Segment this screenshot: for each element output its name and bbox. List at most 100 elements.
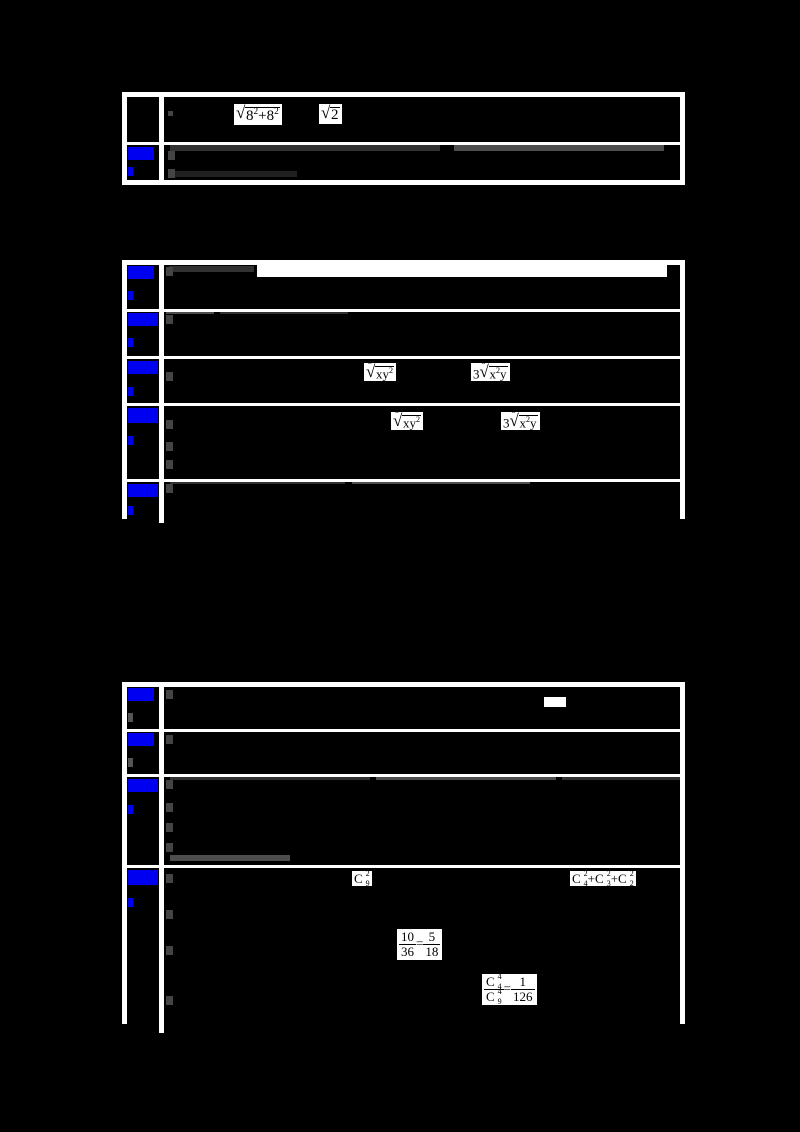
row-label-cell[interactable] bbox=[127, 145, 159, 180]
formula-cbrt-xy2: 3 xy2 bbox=[364, 359, 397, 382]
redacted-stub bbox=[166, 803, 173, 812]
comb-subscript: 9 bbox=[365, 879, 370, 888]
highlight-marker bbox=[128, 147, 154, 160]
highlight-marker-secondary bbox=[128, 167, 133, 176]
row-label-cell[interactable] bbox=[127, 777, 159, 865]
cbrt-base-x: x bbox=[489, 366, 497, 382]
sqrt-base-2: 8 bbox=[266, 108, 275, 124]
table-row bbox=[127, 482, 680, 523]
equals-sign: = bbox=[416, 935, 424, 951]
row-content-cell[interactable]: 3 xy2 3 3 x2y bbox=[164, 359, 680, 403]
redacted-stub bbox=[166, 874, 173, 883]
comb-letter: C bbox=[486, 974, 495, 989]
fraction: 5 18 bbox=[423, 929, 441, 959]
plus-sign: + bbox=[610, 871, 619, 886]
cbrt-base-y: y bbox=[500, 366, 507, 382]
highlight-marker bbox=[128, 361, 158, 374]
root-index: 3 bbox=[395, 406, 399, 415]
row-content-cell[interactable]: 82+82 2 bbox=[164, 97, 680, 142]
cbrt-symbol: 3 x2y bbox=[510, 407, 538, 431]
radicand: x2y bbox=[518, 415, 538, 431]
row-content-cell[interactable] bbox=[164, 687, 680, 729]
cbrt-symbol: 3 xy2 bbox=[393, 407, 422, 429]
row-label-cell[interactable] bbox=[127, 406, 159, 479]
highlight-marker bbox=[128, 779, 158, 792]
highlight-marker-secondary bbox=[128, 436, 133, 445]
root-index: 3 bbox=[481, 359, 486, 366]
table-row: 3 xy2 3 3 x2y bbox=[127, 406, 680, 479]
comb-subscript: 4 bbox=[583, 879, 588, 888]
row-label-cell[interactable] bbox=[127, 265, 159, 309]
comb-letter: C bbox=[572, 871, 581, 886]
formula-10-36-equals-5-18: 10 36 = 5 18 bbox=[397, 929, 443, 961]
root-index: 3 bbox=[368, 359, 372, 366]
comb-superscript: 2 bbox=[365, 869, 370, 878]
redacted-stub bbox=[166, 780, 173, 789]
row-label-cell[interactable] bbox=[127, 868, 159, 1033]
cbrt-base: xy bbox=[376, 366, 389, 382]
comb-superscript: 2 bbox=[606, 869, 611, 878]
redacted-text-line bbox=[172, 171, 297, 177]
highlight-marker-secondary bbox=[128, 898, 133, 907]
redacted-text-line bbox=[170, 145, 440, 151]
redacted-text-line bbox=[166, 312, 214, 314]
comb-letter: C bbox=[595, 871, 604, 886]
redacted-stub bbox=[166, 460, 173, 469]
row-content-cell[interactable]: 3 xy2 3 3 x2y bbox=[164, 406, 680, 479]
table-2: 3 xy2 3 3 x2y bbox=[122, 260, 685, 523]
comb-superscript: 2 bbox=[583, 869, 588, 878]
comb-superscript: 4 bbox=[497, 987, 502, 997]
redacted-stub bbox=[166, 823, 173, 832]
redacted-stub bbox=[166, 484, 173, 493]
row-content-cell[interactable] bbox=[164, 777, 680, 865]
highlight-marker-secondary bbox=[128, 713, 133, 722]
highlight-marker bbox=[128, 870, 158, 885]
sqrt-exp-1: 2 bbox=[253, 107, 259, 117]
redacted-text-line bbox=[169, 266, 254, 272]
row-label-cell[interactable] bbox=[127, 359, 159, 403]
highlight-marker bbox=[128, 408, 158, 423]
cbrt-exp: 2 bbox=[496, 366, 501, 375]
equals-sign: = bbox=[503, 980, 512, 996]
cbrt-exp: 2 bbox=[526, 415, 531, 424]
comb-letter: C bbox=[486, 989, 495, 1005]
row-label-cell[interactable] bbox=[127, 732, 159, 774]
redacted-stub bbox=[166, 946, 173, 955]
row-label-cell[interactable] bbox=[127, 482, 159, 523]
sqrt-base-1: 8 bbox=[246, 108, 254, 124]
cbrt-coefficient: 3 bbox=[503, 415, 510, 431]
redacted-stub bbox=[166, 442, 173, 451]
radicand: x2y bbox=[488, 366, 508, 382]
radicand: 82+82 bbox=[245, 107, 280, 124]
comb-letter: C bbox=[354, 871, 363, 886]
row-content-cell[interactable] bbox=[164, 265, 680, 309]
comb-superscript: 4 bbox=[497, 972, 502, 981]
row-content-cell[interactable] bbox=[164, 732, 680, 774]
row-label-cell[interactable] bbox=[127, 97, 159, 142]
fraction-numerator: 10 bbox=[399, 929, 416, 946]
redacted-text-line bbox=[352, 482, 530, 484]
row-label-cell[interactable] bbox=[127, 312, 159, 356]
cbrt-base-y: y bbox=[530, 415, 537, 431]
fraction-denominator: 126 bbox=[513, 989, 533, 1005]
comb-superscript: 2 bbox=[629, 869, 634, 878]
comb-subscript: 3 bbox=[606, 879, 611, 888]
row-content-cell[interactable] bbox=[164, 482, 680, 523]
row-label-cell[interactable] bbox=[127, 687, 159, 729]
fraction-numerator: 5 bbox=[423, 929, 441, 946]
row-content-cell[interactable] bbox=[164, 312, 680, 356]
comb-subscript: 2 bbox=[629, 879, 634, 888]
row-content-cell[interactable] bbox=[164, 145, 680, 180]
redacted-text-line bbox=[170, 777, 370, 780]
fraction-denominator: 36 bbox=[401, 944, 414, 960]
redacted-text-line bbox=[170, 855, 290, 861]
fraction: 1 126 bbox=[511, 974, 535, 1005]
